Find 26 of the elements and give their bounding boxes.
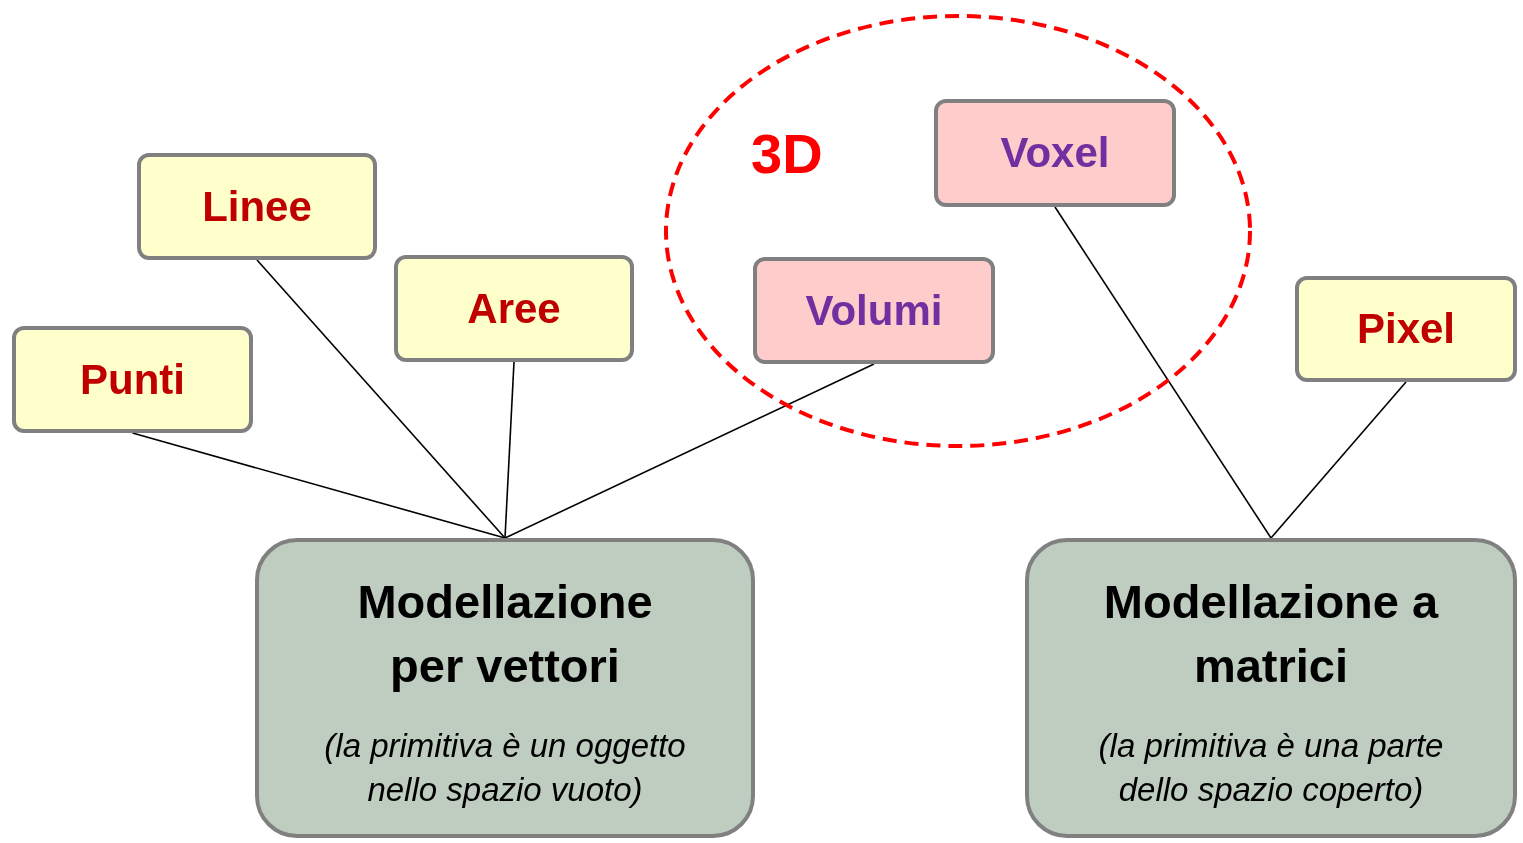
- box-note: (la primitiva è una parte dello spazio coperto): [1097, 726, 1445, 810]
- rounded-box: [137, 153, 377, 260]
- connector-line: [131, 432, 506, 539]
- connector-line: [504, 363, 875, 539]
- box-label: Punti: [80, 355, 185, 404]
- connector-line: [1054, 206, 1272, 539]
- connector-line: [1270, 381, 1407, 539]
- box-label: Pixel: [1356, 305, 1456, 353]
- ring-label: 3D: [751, 121, 823, 186]
- box-label: Aree: [467, 284, 561, 333]
- rounded-box: [1025, 538, 1517, 838]
- rounded-box: [12, 326, 253, 433]
- rounded-box: [255, 538, 755, 838]
- box-label: Voxel: [1000, 129, 1110, 177]
- rounded-box: [394, 255, 634, 362]
- dashed-ellipse: [663, 13, 1253, 449]
- rounded-box: [934, 99, 1176, 207]
- rounded-box: [1295, 276, 1517, 382]
- box-label: Volumi: [805, 286, 943, 335]
- rounded-box: [753, 257, 995, 364]
- box-title: Modellazione per vettori: [356, 574, 654, 694]
- box-title: Modellazione a matrici: [1102, 574, 1440, 694]
- connector-line: [256, 259, 506, 539]
- box-label: Linee: [202, 182, 312, 231]
- box-note: (la primitiva è un oggetto nello spazio vuoto): [323, 726, 687, 810]
- connector-line: [504, 361, 515, 539]
